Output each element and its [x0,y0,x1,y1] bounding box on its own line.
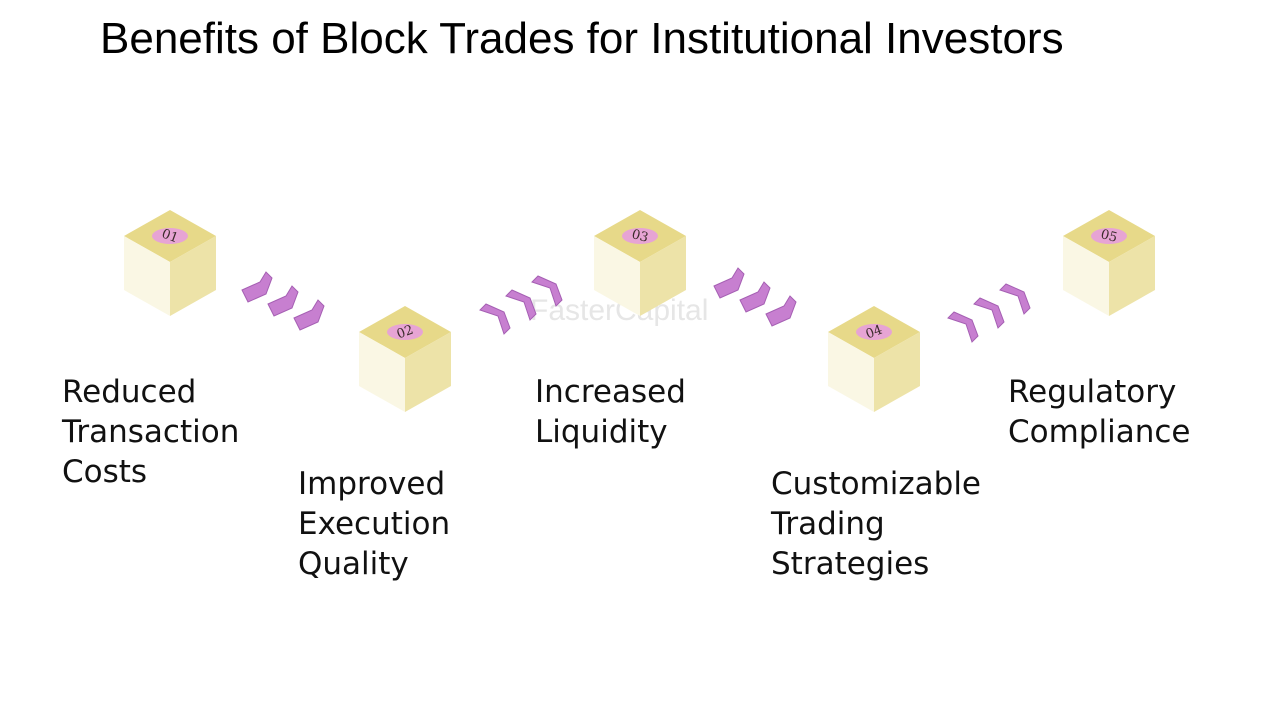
chevron-down-right-icon [713,267,797,327]
number-badge [856,324,892,340]
step-cube-01: 01 [124,210,216,316]
step-label-03: Increased Liquidity [535,374,686,450]
step-number: 03 [630,227,650,246]
step-number: 01 [159,227,180,247]
number-badge [152,228,188,244]
page-title: Benefits of Block Trades for Institution… [100,14,1064,63]
step-label-04: Customizable Trading Strategies [771,466,982,582]
step-cube-05: 05 [1063,210,1155,316]
number-badge [387,324,423,340]
chevron-up-right-icon [479,275,563,335]
step-cube-04: 04 [828,306,920,412]
step-label-02: Improved Execution Quality [298,466,451,582]
step-cube-03: 03 [594,210,686,316]
step-cube-02: 02 [359,306,451,412]
step-number: 02 [395,323,416,343]
step-number: 05 [1099,227,1119,246]
chevron-up-right-icon [947,283,1031,343]
step-label-05: Regulatory Compliance [1008,374,1191,450]
step-label-01: Reduced Transaction Costs [62,374,240,490]
number-badge [622,228,658,244]
step-number: 04 [864,323,885,343]
number-badge [1091,228,1127,244]
chevron-down-right-icon [241,271,325,331]
